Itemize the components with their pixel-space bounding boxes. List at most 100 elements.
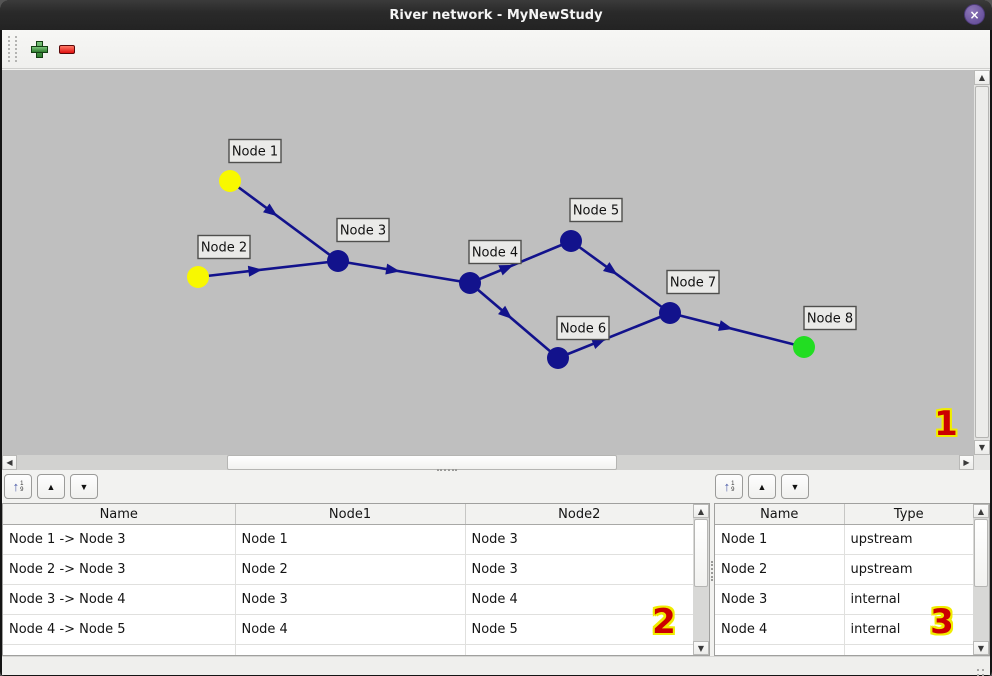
scroll-up-button[interactable]: ▲ — [693, 504, 709, 518]
vertical-splitter[interactable] — [710, 503, 714, 656]
move-node-down-button[interactable]: ▼ — [781, 474, 809, 499]
table-cell[interactable]: Node 1 — [715, 524, 845, 555]
table-cell[interactable]: Node 2 — [235, 554, 466, 585]
column-header[interactable]: Node1 — [235, 504, 466, 525]
table-cell[interactable]: upstream — [844, 554, 973, 585]
node-label[interactable]: Node 3 — [336, 217, 390, 243]
node-label[interactable]: Node 6 — [556, 315, 610, 341]
links-table-scrollbar[interactable]: ▲ ▼ — [693, 504, 709, 655]
scrollbar-thumb[interactable] — [227, 455, 617, 470]
move-link-up-button[interactable]: ▲ — [37, 474, 65, 499]
network-edge[interactable] — [337, 259, 471, 285]
network-edge[interactable] — [570, 239, 671, 315]
network-node[interactable] — [560, 230, 582, 252]
table-cell[interactable]: Node 2 — [715, 554, 845, 585]
node-label[interactable]: Node 4 — [468, 239, 522, 265]
table-cell[interactable]: Node 4 — [465, 584, 693, 615]
close-button[interactable]: × — [964, 4, 985, 25]
canvas-horizontal-scrollbar[interactable]: ◀ ▶ — [2, 455, 974, 470]
network-node[interactable] — [219, 170, 241, 192]
main-toolbar — [2, 30, 990, 69]
minus-icon — [59, 44, 75, 54]
column-header[interactable]: Node2 — [465, 504, 693, 525]
scroll-down-button[interactable]: ▼ — [693, 641, 709, 655]
up-arrow-icon: ▲ — [978, 73, 986, 82]
table-cell[interactable]: Node 2 -> Node 3 — [3, 554, 236, 585]
move-link-down-button[interactable]: ▼ — [70, 474, 98, 499]
network-edge[interactable] — [469, 282, 559, 359]
network-node[interactable] — [459, 272, 481, 294]
network-edge[interactable] — [557, 311, 671, 360]
scroll-up-button[interactable]: ▲ — [973, 504, 989, 518]
network-node[interactable] — [187, 266, 209, 288]
node-label[interactable]: Node 8 — [803, 305, 857, 331]
scroll-down-button[interactable]: ▼ — [974, 440, 990, 455]
node-label[interactable]: Node 2 — [197, 234, 251, 260]
toolbar-drag-handle[interactable] — [8, 36, 17, 62]
node-label[interactable]: Node 5 — [569, 197, 623, 223]
table-cell[interactable]: Node 3 -> Node 4 — [3, 584, 236, 615]
scroll-down-button[interactable]: ▼ — [973, 641, 989, 655]
network-canvas[interactable]: Node 1 Node 2 Node 3 Node 4 Node 5 Node 6 Node… — [2, 70, 974, 455]
remove-node-button[interactable] — [53, 35, 81, 63]
table-cell[interactable]: Node 3 — [465, 554, 693, 585]
edge-arrow-icon — [498, 305, 513, 319]
table-cell[interactable]: Node 3 — [715, 584, 845, 615]
down-arrow-icon: ▼ — [978, 443, 986, 452]
table-cell[interactable]: Node 3 — [235, 584, 466, 615]
network-edge[interactable] — [197, 259, 339, 279]
canvas-vertical-scrollbar[interactable]: ▲ ▼ — [974, 70, 990, 455]
river-network-graph[interactable]: Node 1 Node 2 Node 3 Node 4 Node 5 Node 6 Node… — [2, 70, 974, 455]
scrollbar-thumb[interactable] — [694, 519, 708, 587]
network-node[interactable] — [547, 347, 569, 369]
table-cell[interactable]: Node 1 — [235, 524, 466, 555]
network-node[interactable] — [659, 302, 681, 324]
table-cell[interactable]: upstream — [844, 524, 973, 555]
up-arrow-icon: ▲ — [46, 481, 56, 492]
table-cell[interactable]: internal — [844, 614, 973, 645]
move-node-up-button[interactable]: ▲ — [748, 474, 776, 499]
scrollbar-thumb[interactable] — [975, 86, 989, 438]
scroll-right-button[interactable]: ▶ — [959, 455, 974, 470]
network-node[interactable] — [327, 250, 349, 272]
node-label[interactable]: Node 1 — [228, 138, 282, 164]
title-bar[interactable]: River network - MyNewStudy × — [0, 0, 992, 30]
scroll-up-button[interactable]: ▲ — [974, 70, 990, 85]
table-cell[interactable]: Node 1 -> Node 3 — [3, 524, 236, 555]
column-header[interactable]: Name — [3, 504, 236, 525]
nodes-table-scrollbar[interactable]: ▲ ▼ — [973, 504, 989, 655]
step-annotation-1: 1 — [934, 404, 958, 444]
edge-arrow-icon — [498, 264, 514, 276]
table-cell[interactable]: Node 3 — [465, 524, 693, 555]
table-cell[interactable]: Node 5 — [465, 614, 693, 645]
table-cell[interactable]: Node 4 — [715, 614, 845, 645]
resize-grip-icon[interactable] — [982, 669, 984, 671]
column-header[interactable]: Type — [844, 504, 973, 525]
column-header[interactable]: Name — [715, 504, 845, 525]
table-cell[interactable]: internal — [844, 584, 973, 615]
network-edge[interactable] — [229, 179, 339, 263]
scrollbar-thumb[interactable] — [974, 519, 988, 587]
table-cell[interactable]: Node 4 — [235, 614, 466, 645]
node-label[interactable]: Node 7 — [666, 269, 720, 295]
table-cell[interactable]: Node 4 -> Node 5 — [3, 614, 236, 645]
network-edge[interactable] — [669, 311, 805, 349]
network-node[interactable] — [793, 336, 815, 358]
horizontal-splitter-handle[interactable] — [437, 469, 457, 471]
add-node-button[interactable] — [25, 35, 53, 63]
scroll-left-button[interactable]: ◀ — [2, 455, 17, 470]
